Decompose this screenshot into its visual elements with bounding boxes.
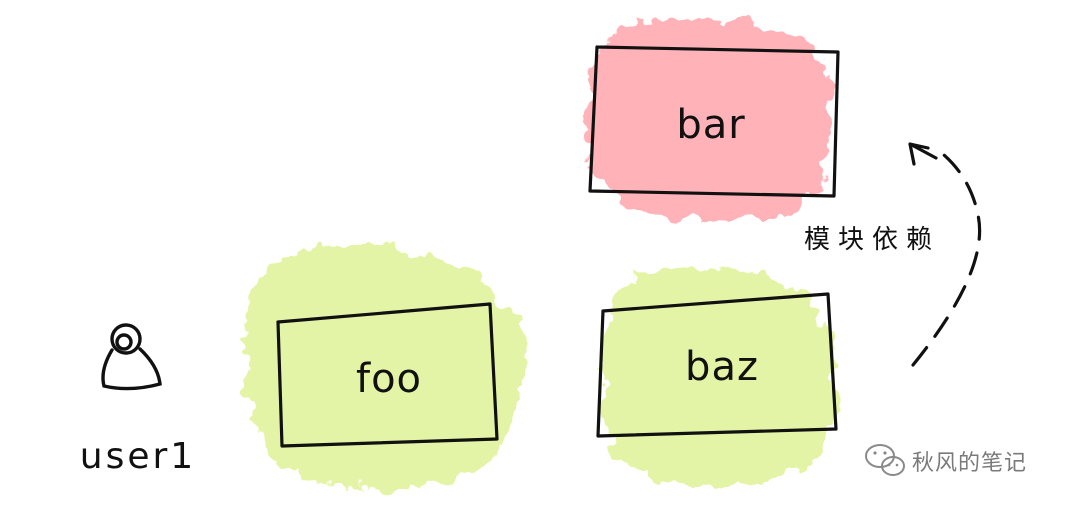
user-label: user1 — [80, 436, 196, 477]
node-bar: bar — [584, 17, 840, 221]
wechat-icon — [865, 444, 905, 476]
person-icon — [101, 323, 162, 391]
bar-box — [588, 45, 840, 198]
watermark: 秋风的笔记 — [865, 444, 1027, 476]
arrow-head-icon — [908, 142, 938, 166]
foo-label: foo — [356, 356, 422, 402]
baz-label: baz — [685, 344, 759, 390]
dependency-arrow-line — [911, 148, 982, 367]
edge-label: 模块依赖 — [804, 225, 940, 255]
bar-label: bar — [676, 102, 745, 148]
node-foo: foo — [245, 245, 526, 490]
watermark-label: 秋风的笔记 — [912, 451, 1027, 476]
edge-baz-to-bar: 模块依赖 — [804, 142, 982, 367]
foo-box — [276, 302, 499, 448]
user-figure: user1 — [80, 323, 196, 477]
baz-box — [596, 292, 838, 438]
bar-crayon-fill — [584, 17, 832, 221]
node-baz: baz — [596, 268, 838, 485]
